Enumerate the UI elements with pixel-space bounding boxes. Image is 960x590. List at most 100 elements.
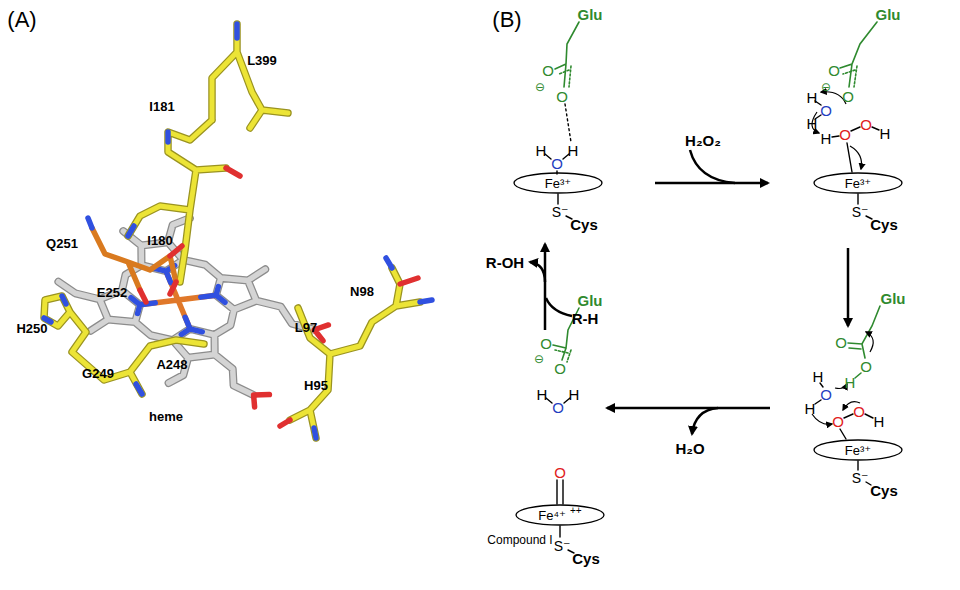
product-curve bbox=[530, 262, 545, 282]
residue-name: Cys bbox=[870, 483, 898, 498]
atom-label: O bbox=[860, 359, 872, 374]
residue-label: Q251 bbox=[46, 237, 78, 250]
iron-label: Fe³⁺ bbox=[845, 444, 871, 457]
residue-label: N98 bbox=[350, 285, 374, 298]
panel-letter: (A) bbox=[7, 9, 36, 31]
atom-label: O bbox=[820, 103, 832, 118]
atom-label: S⁻ bbox=[552, 205, 569, 219]
propionate-oxygen bbox=[226, 325, 357, 407]
heme-ellipse-outline bbox=[514, 173, 602, 193]
atom-label: H bbox=[874, 414, 885, 429]
curly-arrows bbox=[812, 92, 873, 425]
atom-label: H bbox=[807, 116, 818, 131]
reagent-label: H₂O₂ bbox=[685, 133, 721, 148]
peroxide-bond bbox=[832, 127, 879, 172]
atom-label: O bbox=[828, 63, 840, 78]
glutamate-chain bbox=[840, 22, 877, 87]
atom-label: O bbox=[551, 156, 563, 171]
heme-ellipse-outline bbox=[516, 505, 604, 525]
curly-arrow bbox=[850, 146, 862, 169]
atom-label: H bbox=[821, 131, 832, 146]
atom-label: S⁻ bbox=[554, 539, 571, 553]
atom-label: H bbox=[813, 369, 824, 384]
cycle-arrow bbox=[607, 407, 770, 410]
reagent-label: H₂O bbox=[675, 441, 704, 456]
cycle-arrow bbox=[544, 244, 547, 330]
residue-name: Glu bbox=[881, 291, 906, 306]
heme-iron-ellipse: Fe⁴⁺++ bbox=[515, 504, 605, 526]
residue-name: Glu bbox=[578, 293, 603, 308]
residue-label: L399 bbox=[247, 54, 277, 67]
residue-name: Glu bbox=[876, 7, 901, 22]
atom-label: H bbox=[880, 126, 891, 141]
panel-letter: (B) bbox=[492, 9, 521, 31]
atom-label: H bbox=[568, 143, 579, 158]
cycle-arrow bbox=[655, 182, 768, 185]
residue-label: heme bbox=[149, 410, 183, 423]
curly-arrow bbox=[866, 332, 873, 352]
reagent-label: R-H bbox=[572, 311, 599, 326]
heme-iron-ellipse: Fe³⁺ bbox=[513, 172, 603, 194]
reagent-curve bbox=[690, 150, 735, 183]
hydrogen-bond bbox=[565, 104, 571, 142]
residue-name: Cys bbox=[870, 217, 898, 232]
heme-iron-ellipse: Fe³⁺ bbox=[813, 172, 903, 194]
atom-label: O bbox=[542, 63, 554, 78]
charge-symbol: ⊖ bbox=[534, 353, 544, 365]
glutamate-chain bbox=[555, 22, 579, 87]
atom-label: S⁻ bbox=[852, 471, 869, 485]
reagent-label: R-OH bbox=[486, 255, 524, 270]
atom-label: H bbox=[536, 143, 547, 158]
residue-name: Glu bbox=[578, 7, 603, 22]
residue-label: E252 bbox=[97, 286, 127, 299]
residue-name: Cys bbox=[572, 551, 600, 566]
residue-nitrogen bbox=[44, 24, 432, 438]
cycle-arrow bbox=[847, 248, 850, 326]
residue-label: L97 bbox=[295, 321, 317, 334]
atom-label: O bbox=[860, 117, 872, 132]
state-name: Compound I bbox=[487, 534, 552, 546]
residue-label: H250 bbox=[16, 322, 47, 335]
residue-label: I180 bbox=[147, 234, 172, 247]
atom-label: H bbox=[805, 401, 816, 416]
atom-label: H bbox=[807, 90, 818, 105]
oxo-double-bond bbox=[557, 480, 563, 504]
atom-label: O bbox=[554, 465, 566, 480]
curly-arrow bbox=[812, 414, 832, 424]
residue-name: Cys bbox=[570, 217, 598, 232]
residue-label: A248 bbox=[156, 358, 187, 371]
atom-label: O bbox=[832, 414, 844, 429]
atom-label: H bbox=[569, 387, 580, 402]
charge-symbol: ⊖ bbox=[821, 81, 831, 93]
iron-label: Fe³⁺ bbox=[845, 177, 871, 190]
residue-oxygen bbox=[140, 168, 418, 426]
charge-symbol: ⊖ bbox=[535, 81, 545, 93]
water-bond bbox=[545, 154, 569, 174]
product-curve bbox=[692, 408, 718, 434]
residue-label: H95 bbox=[304, 379, 328, 392]
atom-label: O bbox=[556, 89, 568, 104]
residue-label: I181 bbox=[149, 100, 174, 113]
residue-sticks-yellow bbox=[44, 24, 420, 438]
residue-stick-shadow bbox=[44, 24, 420, 438]
atom-label: O bbox=[540, 336, 552, 351]
heme-ellipse-outline bbox=[814, 440, 902, 460]
heme-model bbox=[40, 207, 357, 424]
heme-iron-ellipse: Fe³⁺ bbox=[813, 439, 903, 461]
residue-sticks bbox=[44, 24, 432, 438]
residue-sticks-orange bbox=[92, 228, 176, 290]
iron-label: Fe³⁺ bbox=[545, 177, 571, 190]
atom-label: O bbox=[820, 387, 832, 402]
atom-label: O bbox=[835, 335, 847, 350]
glutamate-bonds bbox=[553, 22, 880, 378]
atom-label: O bbox=[842, 89, 854, 104]
atom-label: O bbox=[552, 400, 564, 415]
atom-label: S⁻ bbox=[852, 205, 869, 219]
atom-label: H bbox=[537, 387, 548, 402]
atom-label: O bbox=[554, 361, 566, 376]
atom-label: H bbox=[845, 375, 856, 390]
atom-label: O bbox=[839, 127, 851, 142]
substrate-curve bbox=[546, 298, 572, 316]
